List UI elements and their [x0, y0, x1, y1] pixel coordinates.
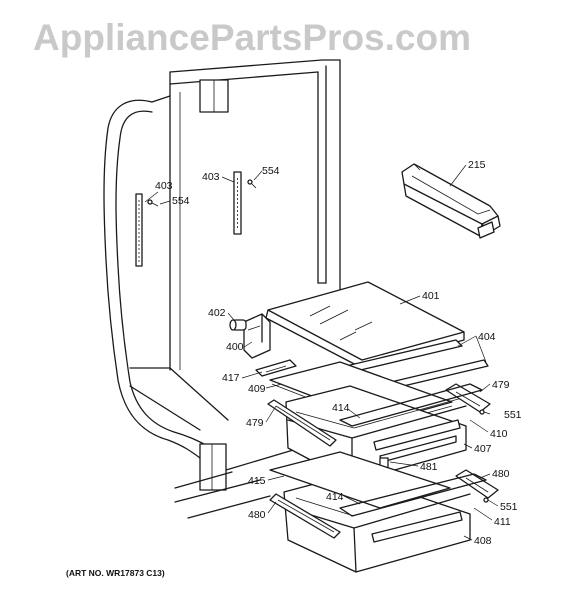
door-bin: [401, 163, 501, 239]
shelf-ladder-right: [233, 171, 242, 235]
callout-415: 415: [248, 475, 266, 487]
leader-lines: [144, 164, 499, 541]
callout-551-upper: 551: [504, 409, 522, 421]
shelf-bracket: [229, 319, 247, 331]
callout-554-right: 554: [262, 165, 280, 177]
callout-408: 408: [474, 535, 492, 547]
screw-icon-right: [247, 179, 257, 189]
callout-480-left: 480: [248, 509, 266, 521]
callout-479-right: 479: [492, 379, 510, 391]
callout-404: 404: [478, 331, 496, 343]
callout-481: 481: [420, 461, 438, 473]
art-number: (ART NO. WR17873 C13): [66, 568, 165, 578]
callout-411: 411: [494, 516, 511, 528]
callout-551-lower: 551: [500, 501, 518, 513]
drawer-rail-upper-right: [445, 383, 491, 413]
screw-icon-left: [147, 199, 159, 207]
drawer-rail-lower-left: [269, 493, 341, 539]
drawer-rail-lower-right: [455, 469, 499, 499]
lower-drawer: [283, 473, 471, 573]
watermark-text: AppliancePartsPros.com: [33, 17, 471, 58]
callout-417: 417: [222, 372, 240, 384]
callout-407: 407: [474, 443, 492, 455]
callout-400: 400: [226, 341, 244, 353]
callout-401: 401: [422, 290, 440, 302]
shelf-ladder-left: [135, 193, 143, 267]
callout-479-left: 479: [246, 417, 264, 429]
cabinet-liner: [103, 59, 341, 519]
callout-410: 410: [490, 428, 508, 440]
callout-480-right: 480: [492, 468, 510, 480]
callout-554-left: 554: [172, 195, 190, 207]
shelf-frame: [243, 313, 271, 359]
callout-409: 409: [248, 383, 266, 395]
pan-divider: [269, 451, 451, 509]
callout-403-right: 403: [202, 171, 220, 183]
callout-414-upper: 414: [332, 402, 350, 414]
callout-labels: 215 403 554 403 554 401 402 400 404 417 …: [155, 159, 522, 547]
callout-403-left: 403: [155, 180, 173, 192]
slide-rail: [255, 359, 297, 377]
callout-414-lower: 414: [326, 491, 344, 503]
drawer-rail-upper-left: [267, 399, 337, 447]
callout-215: 215: [468, 159, 486, 171]
callout-402: 402: [208, 307, 226, 319]
